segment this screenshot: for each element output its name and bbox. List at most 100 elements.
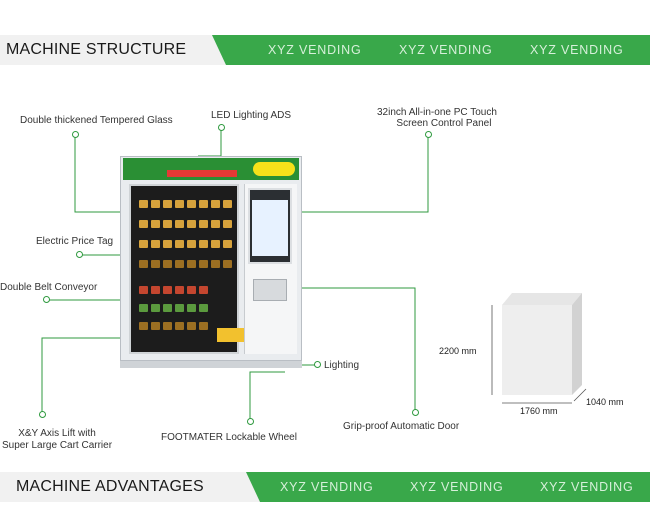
product-item: [163, 240, 172, 248]
product-item: [139, 260, 148, 268]
product-item: [187, 200, 196, 208]
label-automatic-door: Grip-proof Automatic Door: [343, 421, 460, 432]
product-item: [175, 286, 184, 294]
label-lockable-wheel: FOOTMATER Lockable Wheel: [161, 432, 297, 443]
label-led-ads: LED Lighting ADS: [211, 110, 292, 121]
label-price-tag: Electric Price Tag: [36, 236, 114, 247]
dot-glass: [72, 131, 79, 138]
banner-title: MACHINE ADVANTAGES: [16, 478, 204, 495]
product-item: [187, 220, 196, 228]
leader-led: [198, 128, 222, 157]
label-touch-screen-line2: Screen Control Panel: [396, 118, 492, 129]
product-item: [175, 260, 184, 268]
dot-door: [412, 409, 419, 416]
label-touch-screen: 32inch All-in-one PC Touch Screen Contro…: [377, 107, 497, 129]
label-xy-line1: X&Y Axis Lift with: [18, 428, 96, 439]
banner-brand-3: XYZ VENDING: [530, 43, 624, 57]
label-xy-lift: X&Y Axis Lift with Super Large Cart Carr…: [2, 428, 112, 452]
product-item: [187, 286, 196, 294]
product-item: [163, 260, 172, 268]
product-item: [139, 322, 148, 330]
product-item: [163, 220, 172, 228]
product-item: [223, 240, 232, 248]
label-touch-screen-line1: 32inch All-in-one PC Touch: [377, 107, 497, 118]
dot-led: [218, 124, 225, 131]
product-item: [187, 322, 196, 330]
product-item: [139, 286, 148, 294]
product-item: [175, 240, 184, 248]
product-item: [163, 322, 172, 330]
product-item: [151, 260, 160, 268]
product-item: [151, 240, 160, 248]
dot-wheel: [247, 418, 254, 425]
product-item: [187, 240, 196, 248]
product-item: [223, 220, 232, 228]
product-item: [187, 304, 196, 312]
product-item: [199, 304, 208, 312]
pickup-door: [253, 279, 287, 301]
banner-green-strip: [246, 472, 650, 502]
dot-xy: [39, 411, 46, 418]
leader-door: [286, 287, 416, 410]
leader-glass: [74, 135, 140, 213]
product-item: [187, 260, 196, 268]
product-item: [163, 304, 172, 312]
banner-brand-1: XYZ VENDING: [280, 480, 374, 494]
banner-brand-2: XYZ VENDING: [399, 43, 493, 57]
cart-carrier: [217, 328, 245, 342]
banner-brand-3: XYZ VENDING: [540, 480, 634, 494]
banner-title: MACHINE STRUCTURE: [6, 41, 187, 58]
product-item: [139, 220, 148, 228]
dot-screen: [425, 131, 432, 138]
touch-screen-display: [252, 200, 288, 256]
product-item: [175, 220, 184, 228]
label-belt-conveyor: Double Belt Conveyor: [0, 282, 98, 293]
product-item: [199, 286, 208, 294]
product-item: [151, 322, 160, 330]
box-front-face: [502, 305, 572, 395]
product-item: [151, 304, 160, 312]
dimension-height: 2200 mm: [439, 346, 477, 356]
product-item: [151, 220, 160, 228]
product-item: [175, 304, 184, 312]
box-side-face: [572, 293, 582, 395]
machine-advantages-banner: MACHINE ADVANTAGES XYZ VENDING XYZ VENDI…: [0, 472, 650, 502]
product-item: [199, 200, 208, 208]
label-xy-line2: Super Large Cart Carrier: [2, 440, 113, 451]
product-item: [139, 240, 148, 248]
label-tempered-glass: Double thickened Tempered Glass: [20, 115, 173, 126]
dimension-box-diagram: [491, 293, 587, 404]
product-item: [199, 260, 208, 268]
dot-lighting: [314, 361, 321, 368]
product-item: [139, 200, 148, 208]
product-item: [151, 200, 160, 208]
machine-structure-banner: MACHINE STRUCTURE XYZ VENDING XYZ VENDIN…: [0, 35, 650, 65]
banner-grey-block: [0, 472, 262, 502]
machine-header-ad: [123, 158, 299, 180]
dot-belt: [43, 296, 50, 303]
product-item: [175, 200, 184, 208]
product-item: [223, 260, 232, 268]
header-ad-strip: [167, 170, 237, 177]
dimension-width: 1760 mm: [520, 406, 558, 416]
touch-screen-icon: [248, 188, 292, 264]
product-item: [199, 220, 208, 228]
product-item: [199, 240, 208, 248]
leader-screen: [270, 135, 429, 213]
product-item: [163, 286, 172, 294]
product-item: [211, 220, 220, 228]
banner-brand-2: XYZ VENDING: [410, 480, 504, 494]
machine-glass-front: [129, 184, 245, 354]
product-item: [211, 240, 220, 248]
banner-brand-1: XYZ VENDING: [268, 43, 362, 57]
banner-green-strip: [212, 35, 650, 65]
banner-grey-block: [0, 35, 240, 65]
header-ad-badge: [253, 162, 295, 176]
vending-machine-illustration: [120, 156, 302, 368]
product-item: [223, 200, 232, 208]
product-item: [163, 200, 172, 208]
product-item: [139, 304, 148, 312]
product-item: [199, 322, 208, 330]
box-top-face: [502, 293, 582, 305]
machine-base: [120, 361, 302, 368]
